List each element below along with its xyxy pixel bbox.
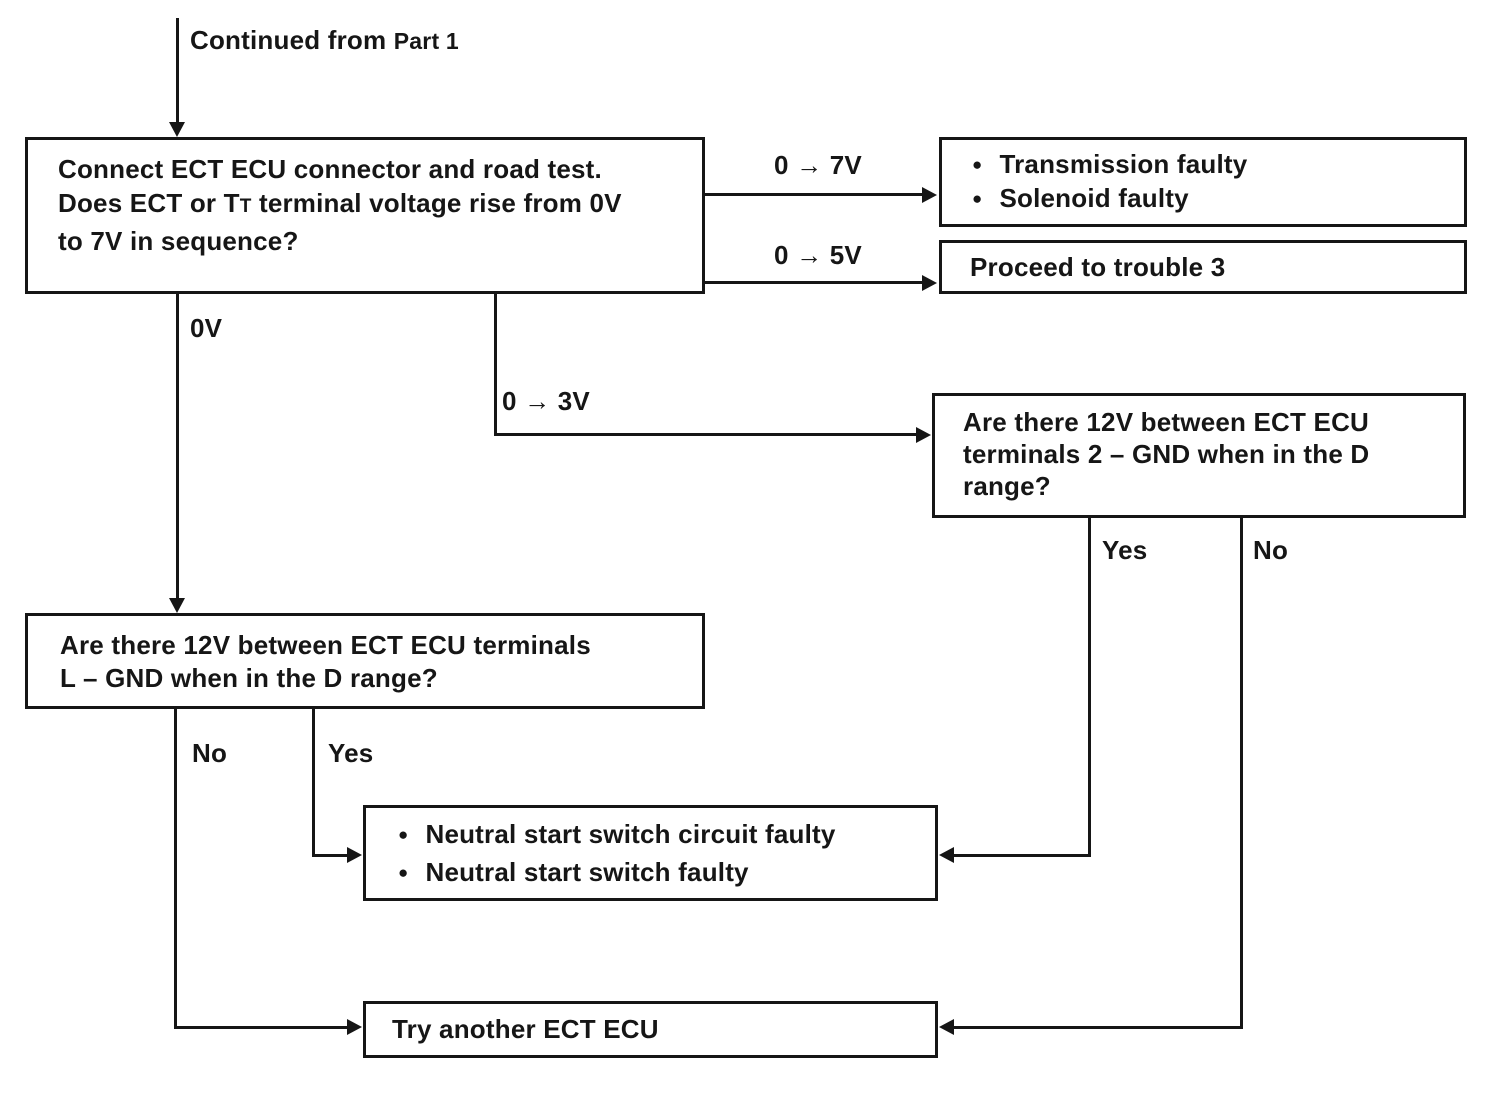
arrowhead-0-7v-icon xyxy=(922,187,937,203)
bullet-item: ● Neutral start switch faulty xyxy=(398,855,927,893)
edge-label-yes-right: Yes xyxy=(1102,535,1148,565)
node-text-line: L – GND when in the D range? xyxy=(60,663,438,693)
flow-node-q-terminals-l-gnd: Are there 12V between ECT ECU terminals … xyxy=(25,613,705,709)
continued-from-label: Continued from Part 1 xyxy=(190,25,459,56)
node-text-line: Are there 12V between ECT ECU xyxy=(963,407,1370,437)
bullet-item-text: Neutral start switch circuit faulty xyxy=(425,819,836,849)
connector-entry xyxy=(176,18,179,123)
arrowhead-no-left-icon xyxy=(347,1019,362,1035)
connector-yes-right-horizontal xyxy=(952,854,1091,857)
connector-0v xyxy=(176,294,179,599)
bullet-icon: ● xyxy=(972,155,983,174)
edge-label-no-left: No xyxy=(192,738,228,768)
connector-yes-right-vertical xyxy=(1088,518,1091,857)
node-text-line: range? xyxy=(963,471,1051,501)
bullet-item-text: Neutral start switch faulty xyxy=(425,857,749,887)
node-text-line: Connect ECT ECU connector and road test. xyxy=(58,154,602,184)
flow-node-try-another-ecu: Try another ECT ECU xyxy=(363,1001,938,1058)
flow-node-proceed-trouble-3: Proceed to trouble 3 xyxy=(939,240,1467,294)
connector-yes-left-horizontal xyxy=(312,854,349,857)
node-text-subscript: T xyxy=(239,196,252,217)
arrowhead-yes-right-icon xyxy=(939,847,954,863)
connector-no-right-vertical xyxy=(1240,518,1243,1029)
connector-no-left-vertical xyxy=(174,709,177,1028)
node-text-seg: terminal voltage rise from 0V xyxy=(251,188,622,218)
bullet-item-text: Transmission faulty xyxy=(999,149,1248,179)
edge-label-0v: 0V xyxy=(190,313,223,343)
arrowhead-0-5v-icon xyxy=(922,275,937,291)
edge-label-0-5v: 0 → 5V xyxy=(774,240,862,270)
arrowhead-entry-down-icon xyxy=(169,122,185,137)
bullet-item: ● Neutral start switch circuit faulty xyxy=(398,817,927,855)
connector-0-7v xyxy=(705,193,923,196)
node-text-line: Proceed to trouble 3 xyxy=(970,251,1226,282)
connector-no-right-horizontal xyxy=(952,1026,1243,1029)
node-text-seg: Does ECT or T xyxy=(58,188,240,218)
continued-from-text: Continued from xyxy=(190,25,394,55)
arrowhead-0-3v-icon xyxy=(916,427,931,443)
connector-yes-left-vertical xyxy=(312,709,315,856)
connector-no-left-horizontal xyxy=(174,1026,349,1029)
bullet-item: ● Solenoid faulty xyxy=(972,183,1456,217)
flow-node-neutral-start-switch: ● Neutral start switch circuit faulty ● Ne… xyxy=(363,805,938,901)
edge-label-no-right: No xyxy=(1253,535,1289,565)
node-text-line: terminals 2 – GND when in the D xyxy=(963,439,1370,469)
connector-0-5v xyxy=(705,281,923,284)
flow-node-connect-road-test: Connect ECT ECU connector and road test.… xyxy=(25,137,705,294)
bullet-icon: ● xyxy=(398,825,409,844)
bullet-item-text: Solenoid faulty xyxy=(999,183,1189,213)
flow-node-transmission-faulty: ● Transmission faulty ● Solenoid faulty xyxy=(939,137,1467,227)
bullet-icon: ● xyxy=(398,863,409,882)
bullet-icon: ● xyxy=(972,189,983,208)
node-text-line: to 7V in sequence? xyxy=(58,226,299,256)
continued-part-text: Part 1 xyxy=(393,28,459,54)
node-text-line: Try another ECT ECU xyxy=(392,1014,659,1044)
connector-0-3v-vertical xyxy=(494,294,497,436)
arrowhead-yes-left-icon xyxy=(347,847,362,863)
arrowhead-no-right-icon xyxy=(939,1019,954,1035)
flow-node-q-terminals-2-gnd: Are there 12V between ECT ECU terminals … xyxy=(932,393,1466,518)
edge-label-0-3v: 0 → 3V xyxy=(502,386,590,416)
arrowhead-0v-down-icon xyxy=(169,598,185,613)
edge-label-0-7v: 0 → 7V xyxy=(774,150,862,180)
connector-0-3v-horizontal xyxy=(494,433,918,436)
node-text-line: Does ECT or TT terminal voltage rise fro… xyxy=(58,186,694,224)
edge-label-yes-left: Yes xyxy=(328,738,374,768)
bullet-item: ● Transmission faulty xyxy=(972,149,1456,183)
node-text-line: Are there 12V between ECT ECU terminals xyxy=(60,630,591,660)
